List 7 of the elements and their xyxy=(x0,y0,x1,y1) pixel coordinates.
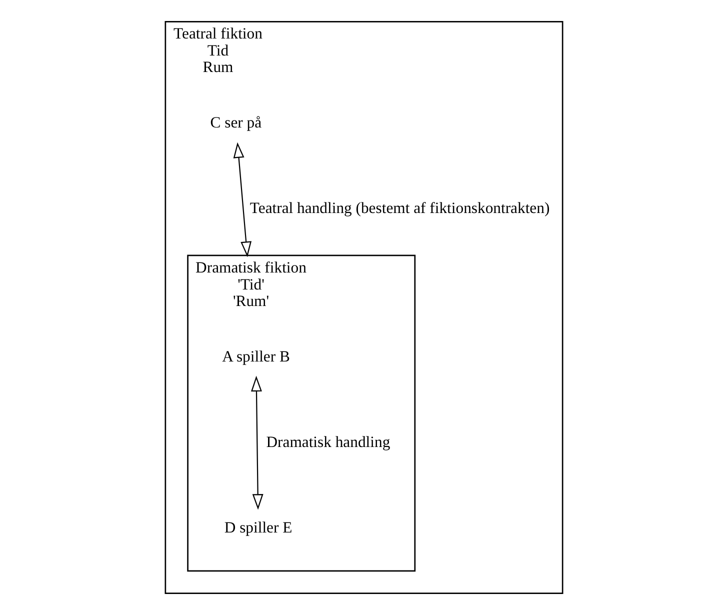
node-text: D spiller E xyxy=(224,520,292,537)
arrow xyxy=(233,142,252,258)
node-text: A spiller B xyxy=(222,348,290,366)
node-text: C ser på xyxy=(210,114,262,132)
edge-label: Dramatisk handling xyxy=(266,434,390,452)
edge-label: Teatral handling (bestemt af fiktionskontrakten) xyxy=(250,200,550,218)
arrow xyxy=(250,376,264,510)
